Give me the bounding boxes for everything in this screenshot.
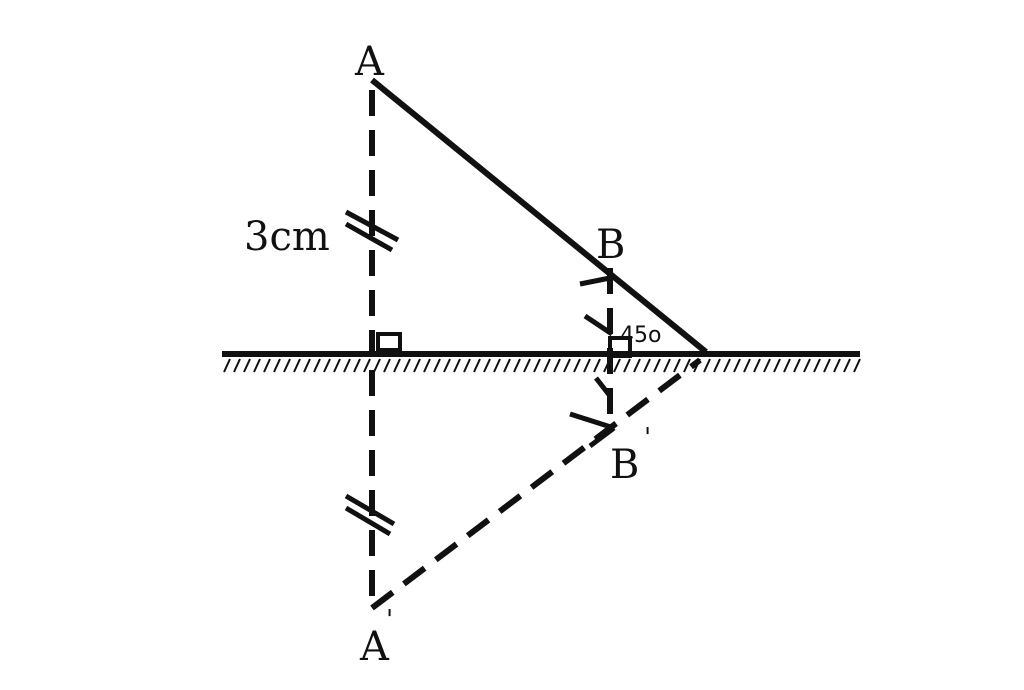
hatch-mark bbox=[243, 358, 251, 373]
hatch-mark bbox=[413, 358, 421, 373]
hatch-mark bbox=[433, 358, 441, 373]
hatch-mark bbox=[853, 358, 861, 373]
hatch-mark bbox=[513, 358, 521, 373]
hatch-mark bbox=[813, 358, 821, 373]
hatch-mark bbox=[543, 358, 551, 373]
hatch-mark bbox=[333, 358, 341, 373]
hatch-mark bbox=[633, 358, 641, 373]
hatch-mark bbox=[783, 358, 791, 373]
hatch-mark bbox=[583, 358, 591, 373]
hatch-mark bbox=[793, 358, 801, 373]
hatch-mark bbox=[803, 358, 811, 373]
mirror-surface bbox=[222, 351, 861, 373]
label-point-b-image: B bbox=[610, 442, 639, 488]
label-point-a: A bbox=[354, 39, 385, 85]
label-prime-a: ' bbox=[386, 605, 393, 635]
hatch-mark bbox=[833, 358, 841, 373]
hatch-mark bbox=[773, 358, 781, 373]
hatch-mark bbox=[343, 358, 351, 373]
label-angle: 45o bbox=[620, 323, 661, 348]
hatch-mark bbox=[553, 358, 561, 373]
hatch-mark bbox=[313, 358, 321, 373]
hatch-mark bbox=[753, 358, 761, 373]
hatch-mark bbox=[743, 358, 751, 373]
hatch-mark bbox=[573, 358, 581, 373]
arrowhead-b-prime bbox=[569, 376, 616, 448]
hatch-mark bbox=[533, 358, 541, 373]
hatch-mark bbox=[623, 358, 631, 373]
hatch-mark bbox=[593, 358, 601, 373]
hatch-mark bbox=[483, 358, 491, 373]
hatch-mark bbox=[463, 358, 471, 373]
hatch-mark bbox=[653, 358, 661, 373]
hatch-mark bbox=[523, 358, 531, 373]
label-point-b: B bbox=[596, 222, 625, 268]
hatch-mark bbox=[293, 358, 301, 373]
hatch-mark bbox=[353, 358, 361, 373]
hatch-mark bbox=[723, 358, 731, 373]
hatch-mark bbox=[763, 358, 771, 373]
hatch-mark bbox=[273, 358, 281, 373]
hatch-mark bbox=[423, 358, 431, 373]
hatch-mark bbox=[843, 358, 851, 373]
hatch-mark bbox=[823, 358, 831, 373]
hatch-mark bbox=[453, 358, 461, 373]
right-angle-marker-b bbox=[608, 336, 632, 358]
hatch-mark bbox=[663, 358, 671, 373]
hatch-mark bbox=[373, 358, 381, 373]
equal-length-ticks-upper bbox=[344, 209, 400, 253]
hatch-mark bbox=[283, 358, 291, 373]
hatch-mark bbox=[613, 358, 621, 373]
hatch-mark bbox=[493, 358, 501, 373]
equal-length-ticks-lower bbox=[344, 493, 396, 537]
hatch-mark bbox=[443, 358, 451, 373]
incident-ray-a bbox=[370, 77, 708, 355]
hatch-mark bbox=[503, 358, 511, 373]
hatch-mark bbox=[233, 358, 241, 373]
hatch-mark bbox=[713, 358, 721, 373]
image-line-a-prime bbox=[370, 357, 702, 611]
hatch-mark bbox=[703, 358, 711, 373]
hatch-mark bbox=[383, 358, 391, 373]
label-distance: 3cm bbox=[244, 214, 330, 260]
hatch-mark bbox=[303, 358, 311, 373]
label-prime-b: ' bbox=[644, 423, 651, 453]
single-tick-marks-b bbox=[579, 275, 614, 337]
hatch-mark bbox=[323, 358, 331, 373]
right-angle-marker-a bbox=[376, 332, 402, 352]
hatch-mark bbox=[223, 358, 231, 373]
hatch-mark bbox=[253, 358, 261, 373]
mirror-hatching bbox=[223, 358, 861, 373]
hatch-mark bbox=[683, 358, 691, 373]
hatch-mark bbox=[263, 358, 271, 373]
hatch-mark bbox=[733, 358, 741, 373]
hatch-mark bbox=[393, 358, 401, 373]
label-point-a-image: A bbox=[359, 624, 390, 670]
hatch-mark bbox=[643, 358, 651, 373]
hatch-mark bbox=[403, 358, 411, 373]
hatch-mark bbox=[563, 358, 571, 373]
hatch-mark bbox=[673, 358, 681, 373]
hatch-mark bbox=[363, 358, 371, 373]
hatch-mark bbox=[473, 358, 481, 373]
